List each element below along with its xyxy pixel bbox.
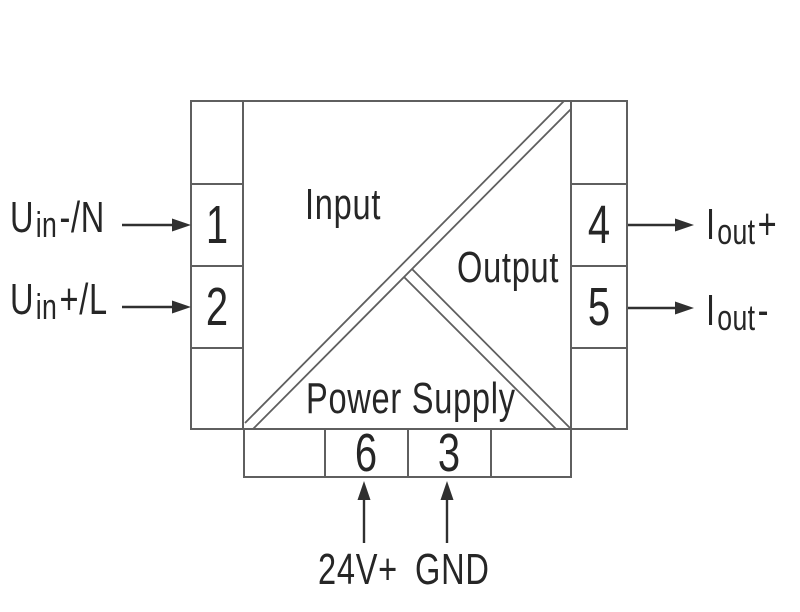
signal-base: U — [10, 193, 35, 242]
supply-label-24v: 24V+ — [318, 545, 398, 594]
input-divider-line-upper — [244, 100, 565, 424]
arrowhead-right-icon — [172, 218, 191, 232]
supply-label-gnd: GND — [415, 545, 490, 594]
signal-subscript: out — [717, 297, 756, 338]
arrowhead-right-icon — [675, 218, 694, 232]
arrowhead-up-icon — [357, 481, 371, 500]
signal-base: U — [10, 275, 35, 324]
terminal-number-4: 4 — [571, 184, 627, 266]
terminal-box-blank-bottom-right — [490, 428, 572, 478]
output-arrow-terminal-4 — [628, 218, 694, 232]
signal-label-iout-plus: Iout+ — [706, 200, 778, 250]
region-label-output: Output — [457, 243, 560, 292]
arrowhead-right-icon — [172, 300, 191, 314]
terminal-number-1: 1 — [191, 184, 243, 266]
terminal-box-blank-left-bottom — [190, 347, 244, 430]
terminal-box-blank-left-top — [190, 100, 244, 185]
arrowhead-up-icon — [440, 481, 454, 500]
terminal-box-blank-bottom-left — [243, 428, 326, 478]
signal-suffix: -/N — [59, 193, 106, 242]
terminal-box-blank-right-bottom — [570, 347, 628, 430]
signal-base: I — [706, 286, 716, 335]
signal-suffix: + — [757, 200, 778, 249]
terminal-number-5: 5 — [571, 266, 627, 348]
terminal-number-1-text: 1 — [205, 195, 229, 255]
output-power-divider-line-upper — [411, 268, 571, 429]
terminal-number-2: 2 — [191, 266, 243, 348]
signal-base: I — [706, 200, 716, 249]
terminal-box-blank-right-top — [570, 100, 628, 185]
terminal-number-3-text: 3 — [438, 423, 461, 483]
terminal-number-6: 6 — [325, 423, 408, 483]
terminal-number-4-text: 4 — [587, 195, 611, 255]
output-power-divider-line-lower — [403, 276, 557, 430]
signal-label-uin-l: Uin+/L — [10, 275, 108, 325]
signal-label-iout-minus: Iout- — [706, 286, 770, 336]
input-arrow-terminal-2 — [122, 300, 191, 314]
power-arrow-terminal-3 — [440, 481, 454, 543]
arrowhead-right-icon — [675, 301, 694, 315]
output-arrow-terminal-5 — [628, 301, 694, 315]
signal-label-uin-n: Uin-/N — [10, 193, 106, 243]
region-label-input: Input — [305, 180, 382, 229]
signal-subscript: in — [35, 204, 58, 245]
terminal-number-3: 3 — [408, 423, 491, 483]
signal-suffix: +/L — [59, 275, 108, 324]
region-label-power-supply: Power Supply — [306, 374, 516, 423]
terminal-number-2-text: 2 — [205, 277, 229, 337]
power-arrow-terminal-6 — [357, 481, 371, 543]
terminal-number-6-text: 6 — [355, 423, 378, 483]
signal-suffix: - — [757, 286, 770, 335]
input-arrow-terminal-1 — [122, 218, 191, 232]
signal-subscript: in — [35, 286, 58, 327]
signal-subscript: out — [717, 211, 756, 252]
terminal-number-5-text: 5 — [587, 277, 611, 337]
